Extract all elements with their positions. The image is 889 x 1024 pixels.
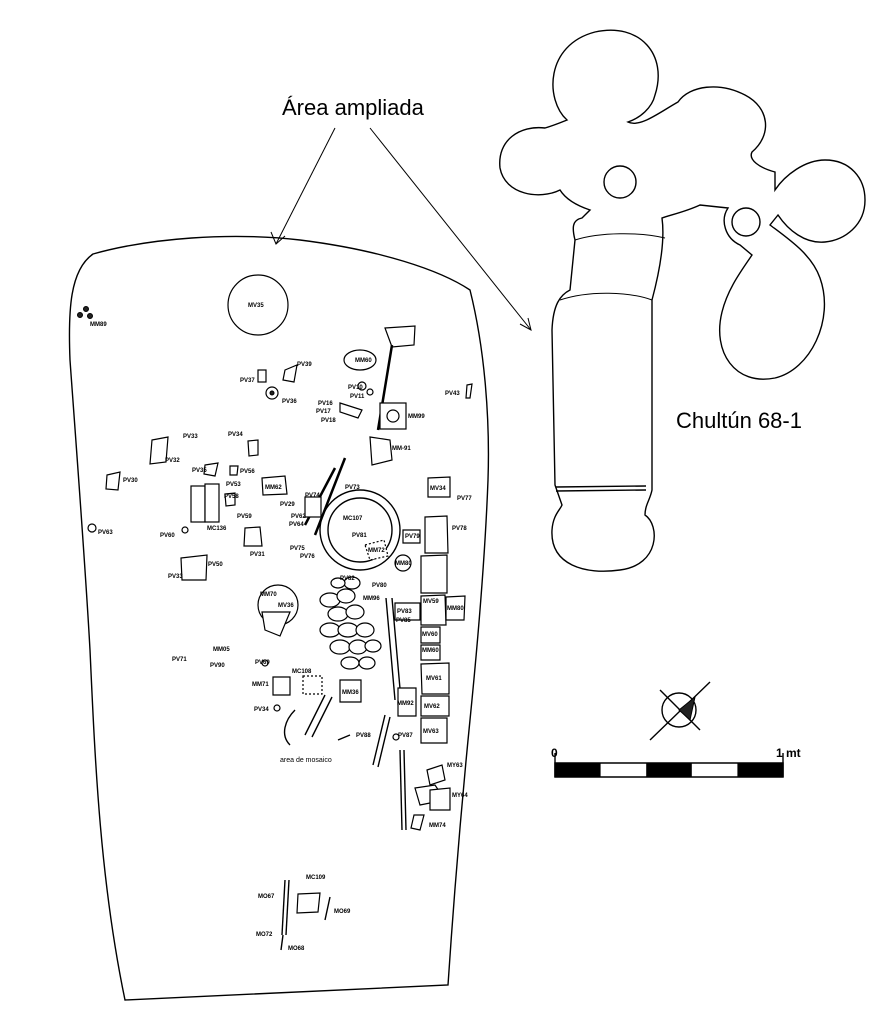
label-PV64: PV64 bbox=[289, 522, 304, 528]
label-MC107: MC107 bbox=[343, 516, 363, 522]
label-MV62: MV62 bbox=[424, 704, 440, 710]
label-MM71: MM71 bbox=[252, 682, 269, 688]
label-PV75: PV75 bbox=[290, 546, 305, 552]
label-MV60: MV60 bbox=[422, 632, 438, 638]
label-PV62: PV62 bbox=[291, 514, 306, 520]
label-PV34: PV34 bbox=[228, 432, 243, 438]
chultun-plan bbox=[499, 29, 866, 572]
label-PV82: PV82 bbox=[340, 576, 355, 582]
label-PV35: PV35 bbox=[192, 468, 207, 474]
label-MM99: MM99 bbox=[408, 414, 425, 420]
label-MM92: MM92 bbox=[397, 701, 414, 707]
label-PV77: PV77 bbox=[457, 496, 472, 502]
label-MY64: MY64 bbox=[452, 793, 468, 799]
label-MY63: MY63 bbox=[447, 763, 463, 769]
label-PV81: PV81 bbox=[352, 533, 367, 539]
label-MV59: MV59 bbox=[423, 599, 439, 605]
label-PV71: PV71 bbox=[172, 657, 187, 663]
label-PV79: PV79 bbox=[405, 534, 420, 540]
label-PV69: PV69 bbox=[255, 660, 270, 666]
scale-end-label: 1 mt bbox=[776, 746, 801, 760]
label-MM74: MM74 bbox=[429, 823, 446, 829]
label-MM80: MM80 bbox=[395, 561, 412, 567]
label-PV76: PV76 bbox=[300, 554, 315, 560]
enlarged-area bbox=[68, 235, 490, 1001]
label-MO67: MO67 bbox=[258, 894, 275, 900]
label-MV34: MV34 bbox=[430, 486, 446, 492]
scale-bar bbox=[554, 753, 784, 778]
label-MV61: MV61 bbox=[426, 676, 442, 682]
label-PV43: PV43 bbox=[445, 391, 460, 397]
pointer-arrows bbox=[270, 127, 532, 331]
label-PV32: PV32 bbox=[165, 458, 180, 464]
label-PV74: PV74 bbox=[305, 493, 320, 499]
label-MM70: MM70 bbox=[260, 592, 277, 598]
mosaic-area-label: area de mosaico bbox=[280, 757, 332, 764]
label-PV59: PV59 bbox=[237, 514, 252, 520]
label-PV88: PV88 bbox=[356, 733, 371, 739]
label-PV16: PV16 bbox=[318, 401, 333, 407]
label-MC109: MC109 bbox=[306, 875, 326, 881]
label-MC108: MC108 bbox=[292, 669, 312, 675]
label-MM89: MM89 bbox=[90, 322, 107, 328]
label-MO69: MO69 bbox=[334, 909, 351, 915]
label-MV35: MV35 bbox=[248, 303, 264, 309]
label-PV37: PV37 bbox=[240, 378, 255, 384]
area-ampliada-label: Área ampliada bbox=[282, 95, 425, 120]
label-PV90: PV90 bbox=[210, 663, 225, 669]
label-MM60b: MM60 bbox=[422, 648, 439, 654]
label-PV60: PV60 bbox=[160, 533, 175, 539]
label-PV33: PV33 bbox=[183, 434, 198, 440]
label-PV39: PV39 bbox=[297, 362, 312, 368]
label-MM80b: MM80 bbox=[447, 606, 464, 612]
label-MM91: MM-91 bbox=[392, 446, 411, 452]
label-MM60: MM60 bbox=[355, 358, 372, 364]
label-PV63: PV63 bbox=[98, 530, 113, 536]
chultun-label: Chultún 68-1 bbox=[676, 408, 802, 433]
label-PV58: PV58 bbox=[224, 494, 239, 500]
label-PV80: PV80 bbox=[372, 583, 387, 589]
label-PV36: PV36 bbox=[282, 399, 297, 405]
label-PV50: PV50 bbox=[208, 562, 223, 568]
object-labels: MV35 MM89 PV39 PV37 PV36 MM60 PV10 PV11 … bbox=[90, 303, 472, 952]
north-arrow-icon bbox=[649, 681, 711, 741]
excavation-features bbox=[77, 274, 473, 951]
label-PV87: PV87 bbox=[398, 733, 413, 739]
label-PV29: PV29 bbox=[280, 502, 295, 508]
label-MM05: MM05 bbox=[213, 647, 230, 653]
label-MV36: MV36 bbox=[278, 603, 294, 609]
label-PV85: PV85 bbox=[396, 618, 411, 624]
label-PV11: PV11 bbox=[350, 394, 365, 400]
label-PV56: PV56 bbox=[240, 469, 255, 475]
label-PV33b: PV33 bbox=[168, 574, 183, 580]
label-MC136: MC136 bbox=[207, 526, 227, 532]
label-MV63: MV63 bbox=[423, 729, 439, 735]
label-MO68: MO68 bbox=[288, 946, 305, 952]
label-MM72: MM72 bbox=[368, 548, 385, 554]
label-PV73: PV73 bbox=[345, 485, 360, 491]
label-PV10: PV10 bbox=[348, 385, 363, 391]
label-MM36: MM36 bbox=[342, 690, 359, 696]
label-PV17: PV17 bbox=[316, 409, 331, 415]
label-MO72: MO72 bbox=[256, 932, 273, 938]
label-MM62: MM62 bbox=[265, 485, 282, 491]
label-PV53: PV53 bbox=[226, 482, 241, 488]
label-MM96: MM96 bbox=[363, 596, 380, 602]
label-PV83: PV83 bbox=[397, 609, 412, 615]
scale-start-label: 0 bbox=[551, 746, 558, 760]
label-PV30: PV30 bbox=[123, 478, 138, 484]
label-PV18: PV18 bbox=[321, 418, 336, 424]
label-PV34b: PV34 bbox=[254, 707, 269, 713]
label-PV78: PV78 bbox=[452, 526, 467, 532]
label-PV31: PV31 bbox=[250, 552, 265, 558]
